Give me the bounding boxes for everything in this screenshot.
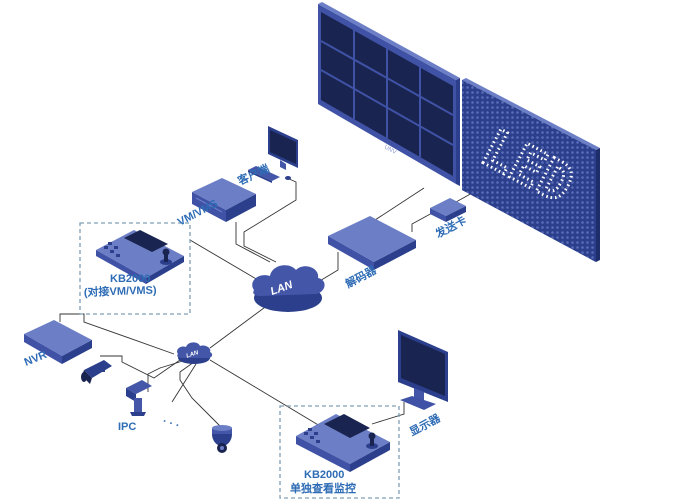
line-decoder-wall xyxy=(371,187,425,223)
label-display: 显示器 xyxy=(407,411,443,438)
decoder-device xyxy=(328,216,416,270)
ipc-bullet-camera xyxy=(81,360,112,384)
line-decoder-lan xyxy=(317,252,339,283)
line-client-lan xyxy=(243,177,297,263)
label-ipc: IPC xyxy=(118,421,136,433)
line-lan-lansmall xyxy=(209,301,273,349)
line-display-kbbottom xyxy=(371,402,405,425)
led-display: LED xyxy=(462,78,600,262)
kb2000-top-dashed-box xyxy=(79,222,191,315)
line-kbtop-lan xyxy=(189,239,259,281)
video-wall: UNV xyxy=(318,2,460,186)
connection-lines xyxy=(59,177,475,433)
sender-card-device xyxy=(430,198,466,222)
wall-brand: UNV xyxy=(383,145,397,156)
kb2000-bottom-keyboard xyxy=(296,414,390,472)
kb2000-bottom-dashed-box xyxy=(279,405,400,499)
ipc-box-camera xyxy=(126,380,152,416)
line-decoder-sender xyxy=(411,211,435,232)
line-ipc3-lansmall xyxy=(179,361,223,429)
lan-main-cloud: LAN xyxy=(252,265,325,312)
line-nvr-lansmall xyxy=(59,313,175,355)
label-decoder: 解码器 xyxy=(343,262,380,290)
label-nvr: NVR xyxy=(23,349,49,369)
line-ipc4-lansmall xyxy=(171,363,197,403)
kb2000-bottom-model: KB2000 xyxy=(304,469,344,481)
ipc-dome-camera xyxy=(212,425,232,453)
nvr-device xyxy=(24,320,92,364)
label-client: 客户端 xyxy=(234,161,271,188)
lan-small-cloud: LAN xyxy=(177,342,213,364)
display-monitor xyxy=(398,330,448,410)
kb2000-top-model: KB2000 xyxy=(110,273,150,285)
lan-small-label: LAN xyxy=(186,350,200,360)
line-lansmall-kbbottom xyxy=(209,359,331,433)
kb2000-top-note: (对接VM/VMS) xyxy=(84,282,158,299)
kb2000-top-keyboard xyxy=(96,230,184,284)
line-vmvms-lan xyxy=(235,222,271,263)
ipc-ellipsis: · · · xyxy=(161,415,181,432)
kb2000-bottom-note: 单独查看监控 xyxy=(290,481,356,495)
vmvms-server xyxy=(192,178,256,222)
line-ipc1-lansmall xyxy=(100,355,181,379)
client-pc xyxy=(248,126,298,183)
line-ipc2-lansmall xyxy=(147,359,187,392)
